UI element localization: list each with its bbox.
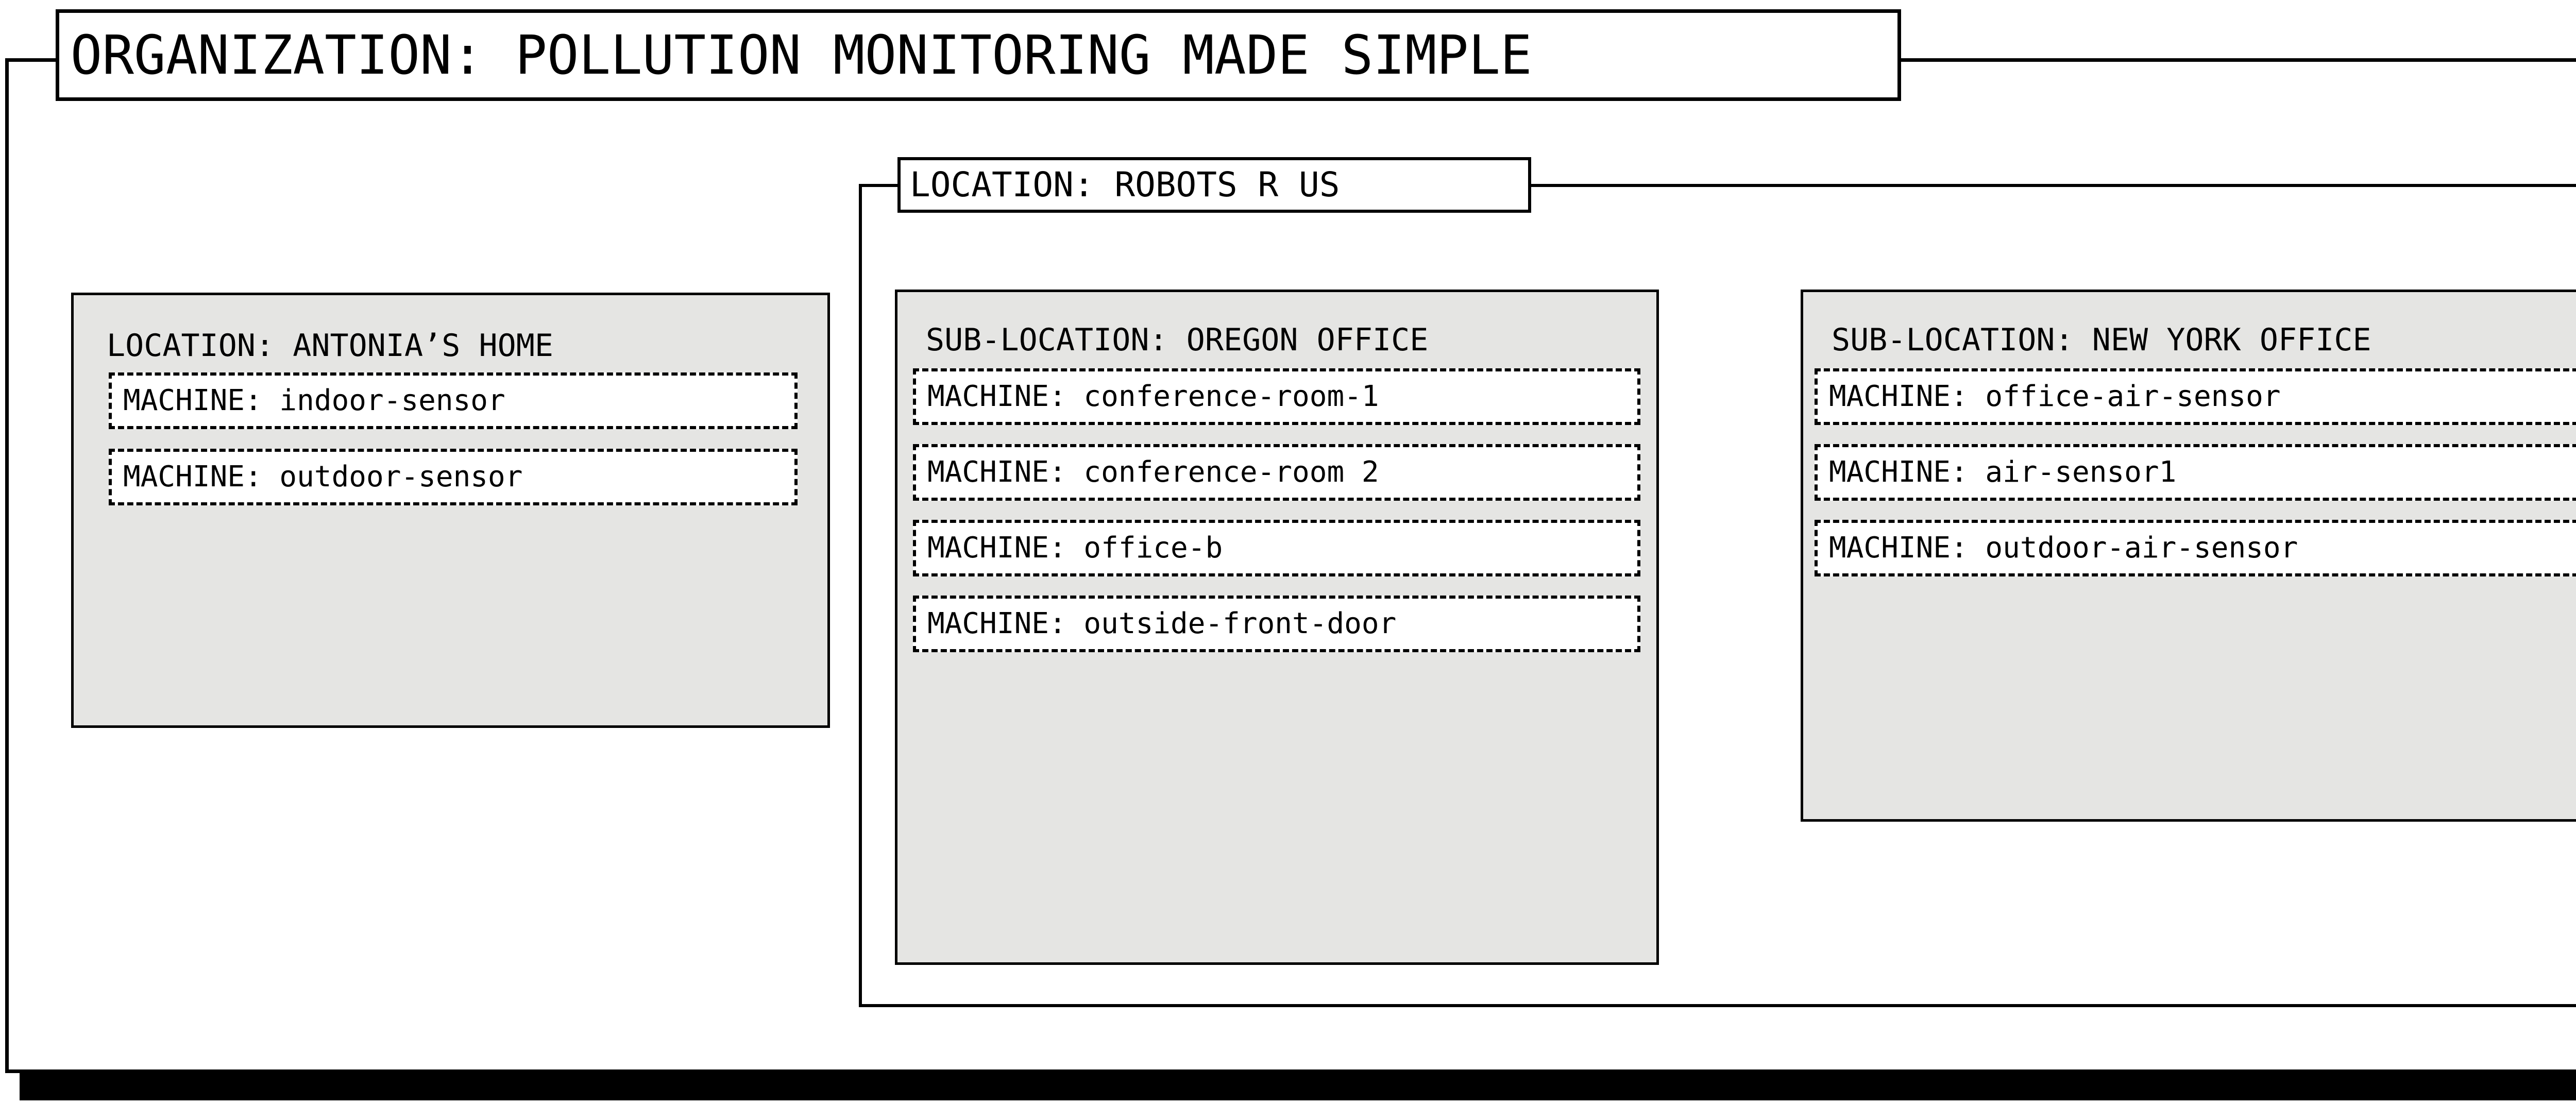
location-antonias-home: LOCATION: ANTONIA’S HOME MACHINE: indoor…	[71, 293, 830, 728]
location-robots-r-us-title-label: LOCATION: ROBOTS R US	[910, 165, 1340, 205]
machine-indoor-sensor: MACHINE: indoor-sensor	[109, 372, 798, 429]
machine-outside-front-door-label: MACHINE: outside-front-door	[927, 607, 1397, 640]
location-antonias-home-title: LOCATION: ANTONIA’S HOME	[107, 328, 553, 364]
machine-outdoor-sensor: MACHINE: outdoor-sensor	[109, 449, 798, 505]
sublocation-oregon-office: SUB-LOCATION: OREGON OFFICE MACHINE: con…	[895, 290, 1659, 965]
machine-indoor-sensor-label: MACHINE: indoor-sensor	[123, 384, 505, 417]
organization-title-label: ORGANIZATION: POLLUTION MONITORING MADE …	[70, 24, 1532, 87]
organization-title-plate: ORGANIZATION: POLLUTION MONITORING MADE …	[56, 9, 1901, 101]
machine-outdoor-air-sensor-label: MACHINE: outdoor-air-sensor	[1829, 531, 2298, 565]
location-robots-r-us-title-plate: LOCATION: ROBOTS R US	[897, 157, 1531, 213]
machine-office-b: MACHINE: office-b	[913, 520, 1640, 576]
machine-air-sensor1: MACHINE: air-sensor1	[1815, 444, 2576, 501]
sublocation-oregon-office-title: SUB-LOCATION: OREGON OFFICE	[926, 322, 1429, 358]
machine-office-air-sensor-label: MACHINE: office-air-sensor	[1829, 380, 2281, 413]
machine-conference-room-2-label: MACHINE: conference-room 2	[927, 455, 1379, 489]
machine-outdoor-sensor-label: MACHINE: outdoor-sensor	[123, 460, 523, 494]
sublocation-new-york-office-title: SUB-LOCATION: NEW YORK OFFICE	[1832, 322, 2371, 358]
machine-air-sensor1-label: MACHINE: air-sensor1	[1829, 455, 2177, 489]
machine-conference-room-1: MACHINE: conference-room-1	[913, 368, 1640, 425]
machine-outside-front-door: MACHINE: outside-front-door	[913, 596, 1640, 652]
machine-outdoor-air-sensor: MACHINE: outdoor-air-sensor	[1815, 520, 2576, 576]
sublocation-new-york-office: SUB-LOCATION: NEW YORK OFFICE MACHINE: o…	[1801, 290, 2576, 822]
machine-office-air-sensor: MACHINE: office-air-sensor	[1815, 368, 2576, 425]
machine-conference-room-2: MACHINE: conference-room 2	[913, 444, 1640, 501]
machine-office-b-label: MACHINE: office-b	[927, 531, 1223, 565]
machine-conference-room-1-label: MACHINE: conference-room-1	[927, 380, 1379, 413]
